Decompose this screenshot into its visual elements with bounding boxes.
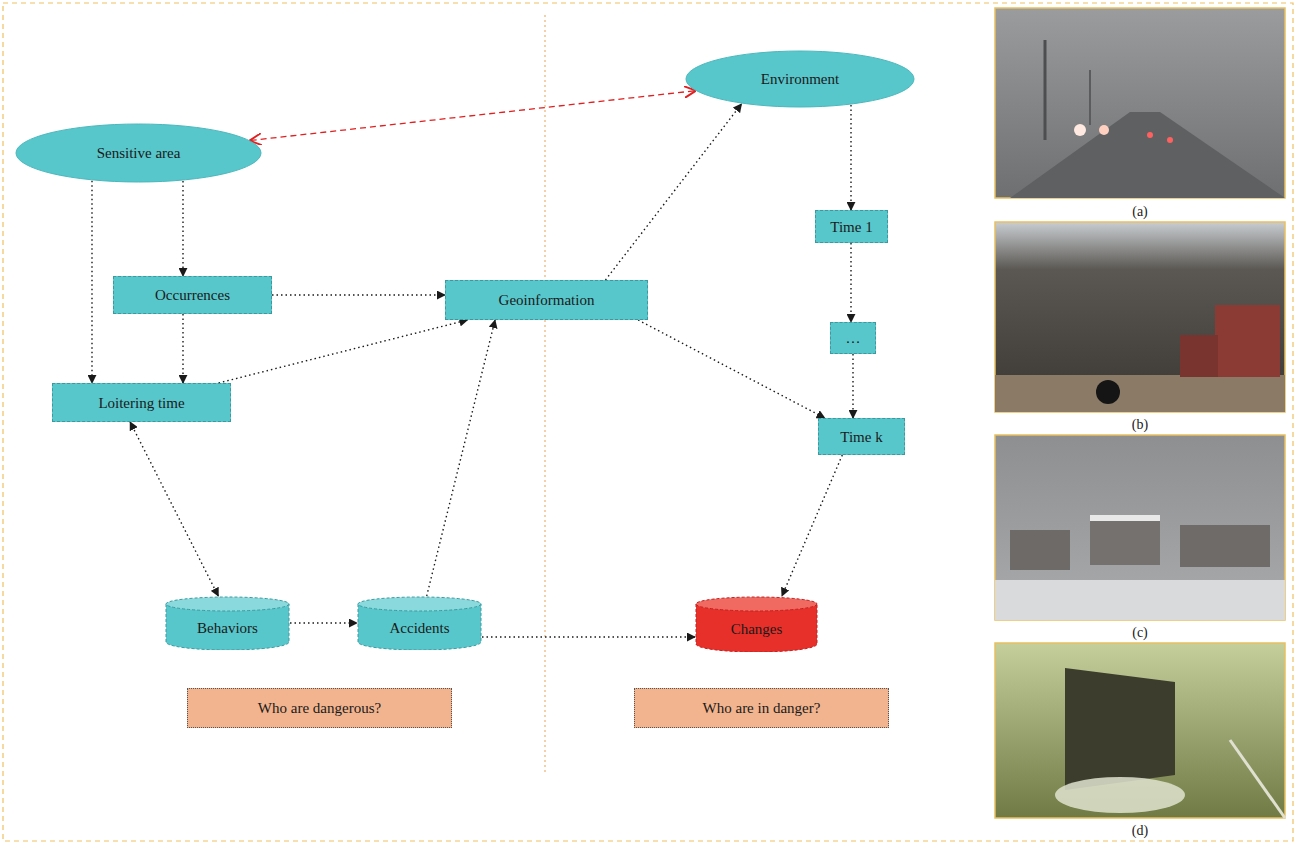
node-label: Environment: [761, 70, 839, 88]
photo-truck-haze: [995, 643, 1285, 818]
node-label: Time 1: [830, 218, 872, 236]
dashed-arrow: [251, 91, 695, 141]
node-label: Geoinformation: [499, 291, 595, 309]
dotted-arrow: [638, 320, 825, 418]
ellipse-node: Sensitive area: [15, 123, 262, 183]
dotted-arrow: [272, 294, 445, 295]
ellipse-node: Environment: [685, 50, 915, 108]
node-label: Occurrences: [155, 286, 230, 304]
question-box: Who are in danger?: [634, 688, 889, 728]
dotted-arrow: [850, 243, 851, 322]
node-label: Time k: [840, 428, 882, 446]
dotted-arrow: [852, 354, 853, 418]
process-box: Geoinformation: [445, 280, 648, 320]
divider-line: [544, 15, 545, 775]
process-box: Time 1: [815, 210, 888, 243]
dotted-arrow: [182, 181, 183, 276]
dotted-arrow: [850, 105, 851, 210]
node-label: …: [846, 329, 861, 347]
process-box: Loitering time: [52, 383, 231, 422]
outer-border: [3, 3, 1293, 841]
process-box: Time k: [818, 418, 905, 455]
node-label: Loitering time: [98, 394, 184, 412]
node-label: Behaviors: [197, 619, 258, 637]
dotted-arrow: [130, 422, 218, 596]
panel-label: (c): [1132, 625, 1148, 641]
dotted-arrow: [91, 181, 92, 383]
dotted-arrow: [219, 320, 468, 383]
cylinder-node: Accidents: [357, 596, 482, 650]
node-label: Accidents: [390, 619, 450, 637]
photo-dust-storm: [995, 222, 1285, 412]
node-label: Changes: [731, 620, 783, 638]
process-box: …: [830, 322, 876, 354]
cylinder-node: Changes: [695, 596, 818, 652]
dotted-arrow: [782, 455, 842, 596]
node-label: Who are in danger?: [703, 699, 821, 717]
question-box: Who are dangerous?: [187, 688, 452, 728]
panel-label: (d): [1132, 823, 1148, 839]
dotted-arrow: [427, 320, 495, 596]
dotted-arrow: [482, 636, 695, 637]
dotted-arrow: [182, 314, 183, 383]
cylinder-node: Behaviors: [165, 596, 290, 650]
dotted-arrow: [290, 622, 357, 623]
photo-snow-city: [995, 435, 1285, 620]
photo-fog-road: [995, 8, 1285, 198]
node-label: Who are dangerous?: [258, 699, 381, 717]
process-box: Occurrences: [113, 276, 272, 314]
node-label: Sensitive area: [97, 144, 181, 162]
panel-label: (a): [1132, 204, 1148, 220]
panel-label: (b): [1132, 417, 1148, 433]
dotted-arrow: [605, 104, 741, 280]
